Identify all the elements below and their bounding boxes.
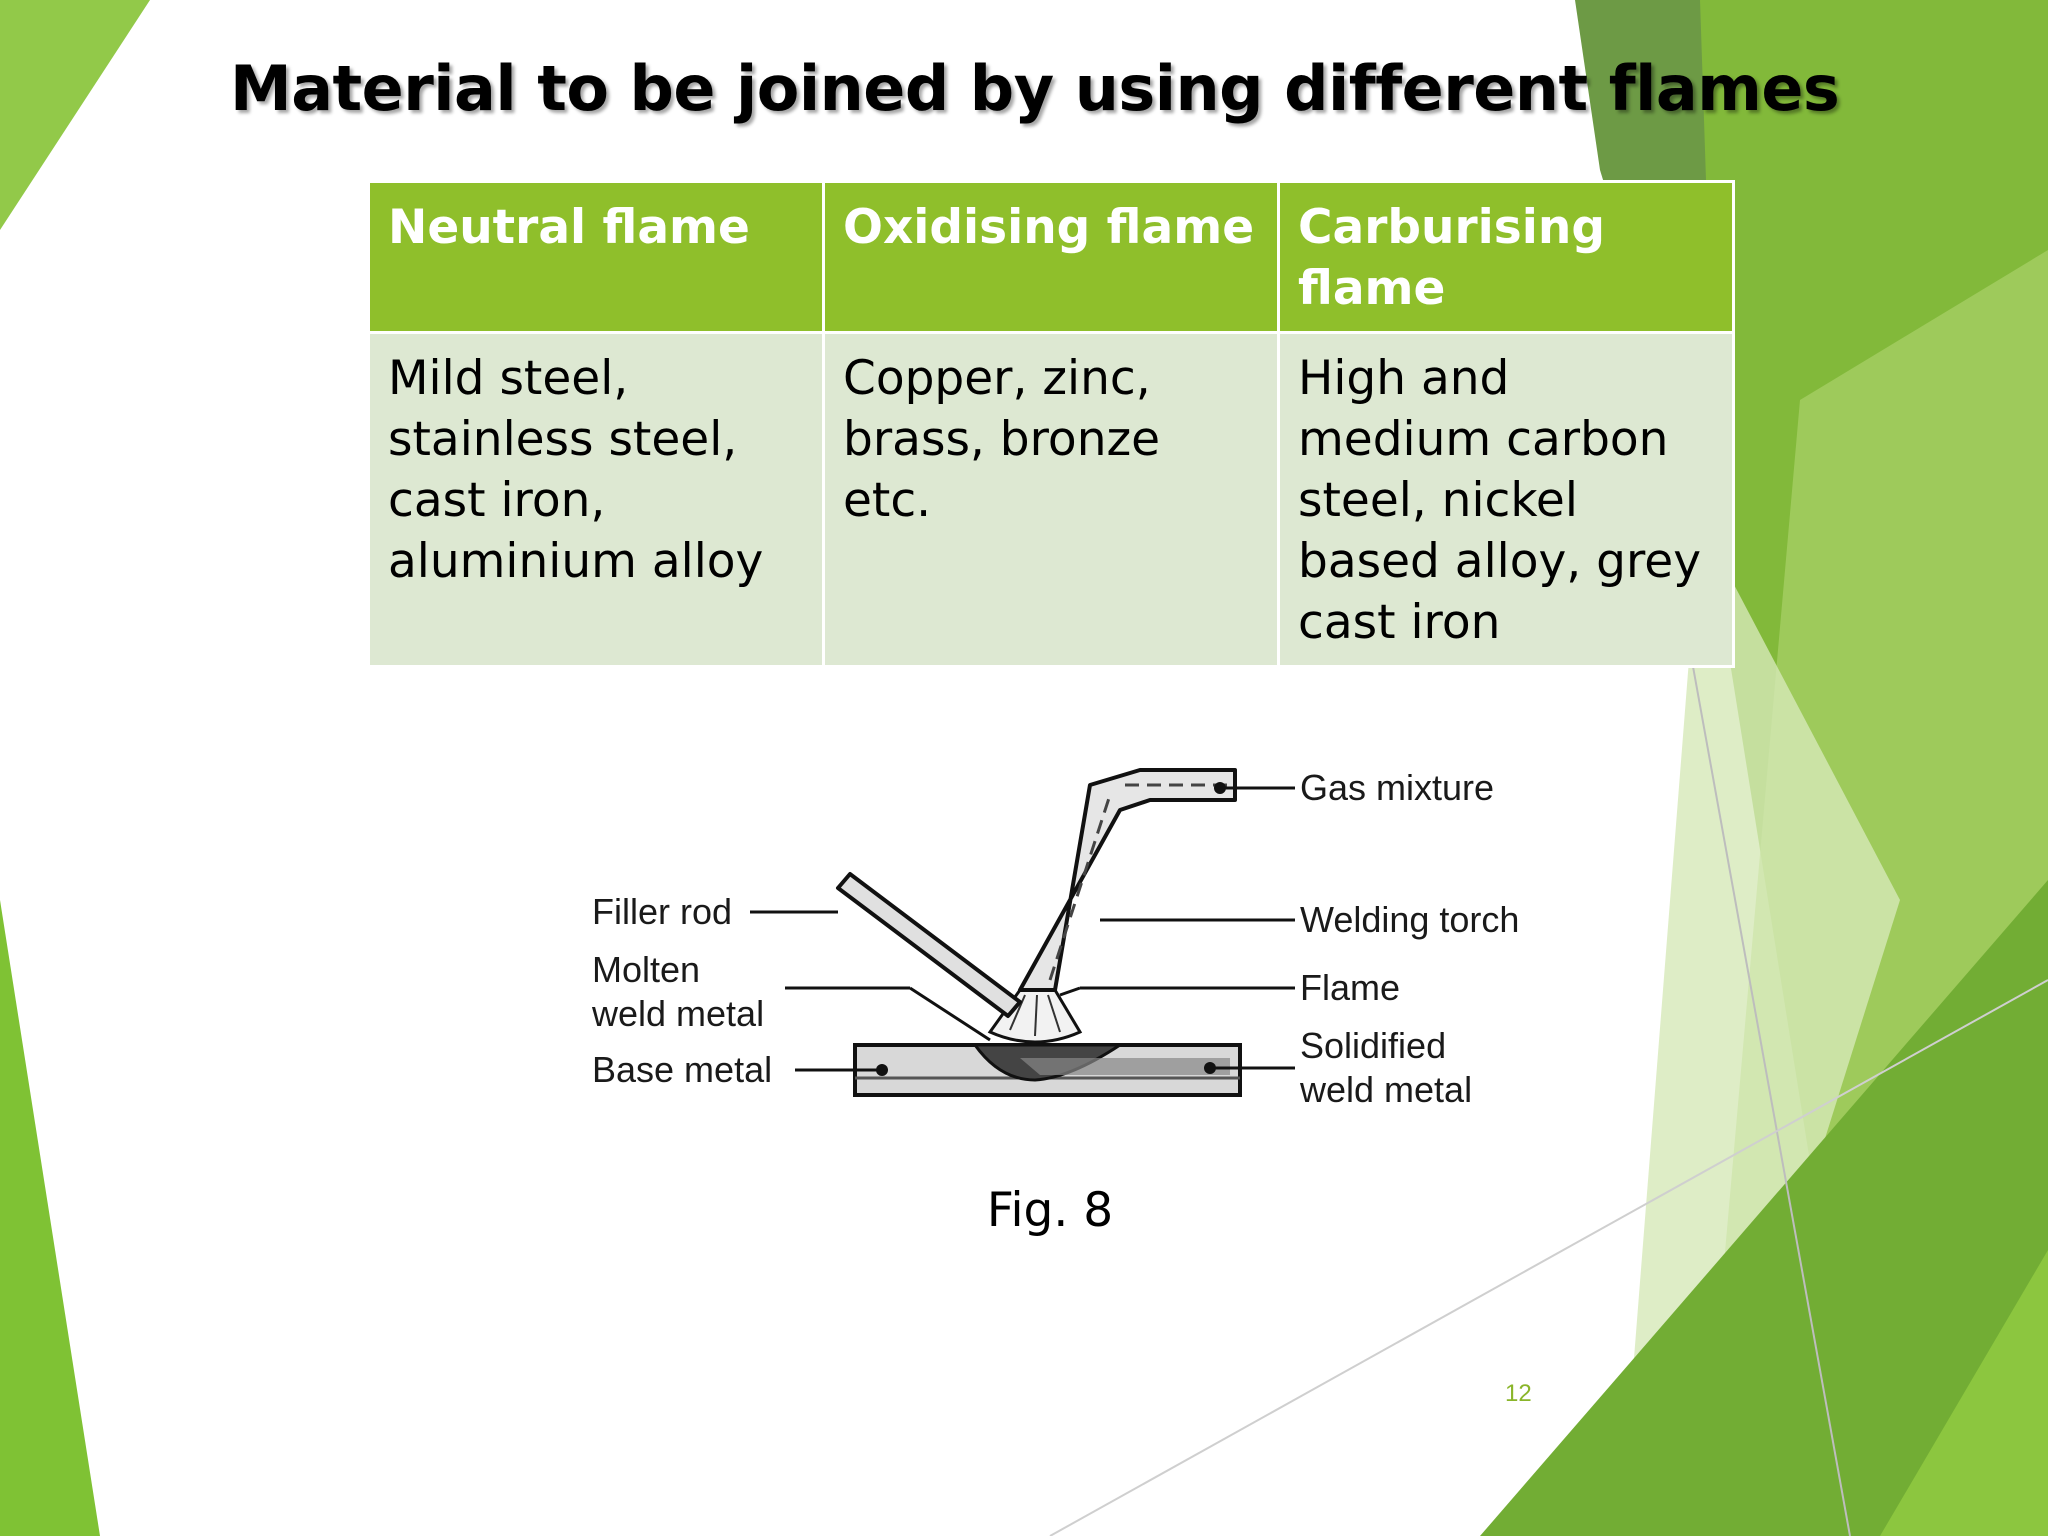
label-molten-line1: Molten (592, 949, 700, 990)
label-gas-mixture: Gas mixture (1300, 767, 1494, 808)
label-flame: Flame (1300, 967, 1400, 1008)
thin-line-1 (1689, 649, 1851, 1536)
page-number: 12 (1505, 1380, 1532, 1407)
cell-neutral-materials: Mild steel, stainless steel, cast iron, … (367, 331, 825, 668)
solidified-bead (1020, 1058, 1230, 1075)
leader-line (1059, 986, 1081, 997)
thin-line-2 (1049, 979, 2048, 1536)
bottom-right-triangle (1480, 880, 2048, 1536)
label-molten-line2: weld metal (591, 993, 764, 1034)
label-base-metal: Base metal (592, 1049, 772, 1090)
cell-oxidising-materials: Copper, zinc, brass, bronze etc. (822, 331, 1280, 668)
leader-line (909, 986, 991, 1042)
header-neutral-flame: Neutral flame (367, 180, 825, 334)
left-top-triangle (0, 0, 150, 230)
label-welding-torch: Welding torch (1300, 899, 1519, 940)
welding-torch-body (1018, 768, 1237, 992)
figure-caption: Fig. 8 (986, 1183, 1114, 1238)
header-oxidising-flame: Oxidising flame (822, 180, 1280, 334)
table-row: Mild steel, stainless steel, cast iron, … (367, 331, 1735, 668)
label-solidified-line2: weld metal (1299, 1069, 1472, 1110)
label-solidified-line1: Solidified (1300, 1025, 1446, 1066)
filler-rod (836, 872, 1022, 1018)
bottom-right-front (1880, 1250, 2048, 1536)
right-pale-sliver (1620, 520, 1900, 1536)
leader-dot (1204, 1062, 1216, 1074)
leader-dot (876, 1064, 888, 1076)
flame-line (1009, 994, 1026, 1031)
cell-carburising-materials: High and medium carbon steel, nickel bas… (1277, 331, 1735, 668)
leader-dot (1214, 782, 1226, 794)
torch-inner-line (1048, 794, 1112, 981)
flame-materials-table: Neutral flame Oxidising flame Carburisin… (367, 180, 1735, 668)
slide-title: Material to be joined by using different… (230, 52, 1840, 125)
left-bottom-triangle (0, 900, 100, 1536)
header-carburising-flame: Carburising flame (1277, 180, 1735, 334)
table-header-row: Neutral flame Oxidising flame Carburisin… (367, 180, 1735, 334)
label-filler-rod: Filler rod (592, 891, 732, 932)
flame-line (1034, 994, 1038, 1037)
gas-welding-diagram: Gas mixture Welding torch Flame Solidifi… (591, 767, 1519, 1110)
flame-line (1047, 994, 1061, 1033)
